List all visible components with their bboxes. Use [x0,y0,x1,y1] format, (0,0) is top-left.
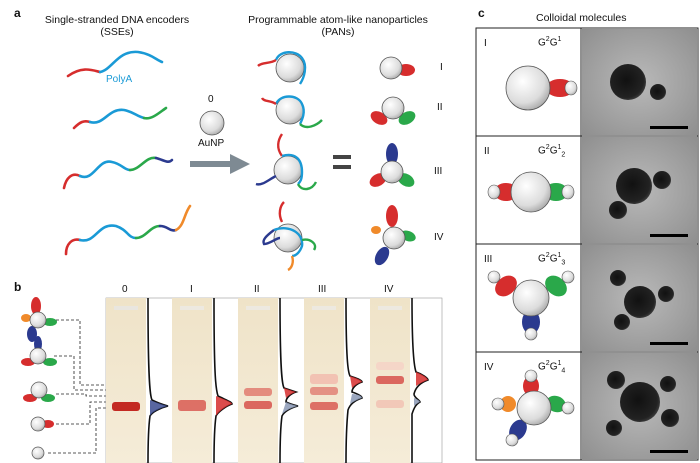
gel-lane-3 [304,298,344,463]
c-roman-1: I [484,38,487,49]
gel-lane-2 [238,298,278,463]
equals-bar-top [333,155,351,159]
c-roman-4: IV [484,362,494,373]
aunp-label: AuNP [198,138,225,149]
c-roman-2: II [484,146,490,157]
pan-roman-1: I [440,62,443,73]
lane-label-2: II [254,284,260,295]
model-a-3 [369,143,415,187]
equals-bar-bottom [333,165,351,169]
c-formula-1: G2G1 [538,36,562,49]
sse-strand-3 [62,156,174,190]
pan-2 [260,95,323,129]
pan-1 [257,51,307,85]
lane-label-1: I [190,284,193,295]
legend-b-2 [23,381,55,402]
polya-label: PolyA [106,74,133,85]
pan-3 [255,133,318,191]
tem-image-1 [582,29,697,135]
pan-title-line1: Programmable atom-like nanoparticles [248,14,428,26]
tem-image-4 [582,353,697,459]
aunp-index: 0 [208,94,214,105]
sse-strand-1 [66,50,164,78]
legend-b-4 [21,297,57,342]
peak-lane4-upper [416,372,428,386]
panel-b-letter: b [14,280,22,294]
model-a-4 [371,205,416,266]
pan-roman-2: II [437,102,443,113]
model-a-2 [370,96,416,125]
legend-b-0 [31,446,45,460]
pan-4 [262,201,317,272]
panel-c-title: Colloidal molecules [536,12,627,24]
pan-title: Programmable atom-like nanoparticles (PA… [238,14,438,38]
sse-strand-4 [64,204,192,256]
panel-c-letter: c [478,6,485,20]
c-formula-3: G2G13 [538,252,566,267]
tem-image-3 [582,245,697,351]
peak-lane1 [216,396,232,416]
panel-a-letter: a [14,6,21,20]
model-a-1 [379,56,415,80]
pan-title-line2: (PANs) [321,26,355,38]
peak-lane3-lower [350,394,362,404]
gel-lane-1 [172,298,212,463]
peak-lane4-lower [414,398,420,406]
c-roman-3: III [484,254,493,265]
sse-strand-2 [72,106,168,130]
peak-lane0 [150,400,168,416]
sse-title: Single-stranded DNA encoders (SSEs) [42,14,192,38]
reaction-arrowhead [230,154,250,174]
tem-image-2 [582,137,697,243]
c-formula-2: G2G12 [538,144,566,159]
c-formula-4: G2G14 [538,360,566,375]
aunp-particle [199,110,225,136]
peak-lane3-upper [350,376,362,388]
sse-title-line1: Single-stranded DNA encoders [44,14,190,26]
sse-title-line2: (SSEs) [100,26,134,38]
lane-label-4: IV [384,284,394,295]
peak-lane2-lower [282,402,298,414]
lane-label-3: III [318,284,327,295]
gel-lane-4 [370,298,410,463]
pan-roman-4: IV [434,232,444,243]
legend-b-3 [21,336,57,366]
peak-lane2-upper [284,388,296,398]
model-c-4 [491,369,575,447]
pan-roman-3: III [434,166,443,177]
legend-b-1 [30,416,54,432]
model-c-2 [487,171,575,213]
gel-lane-0 [106,298,146,463]
model-c-1 [505,65,578,111]
lane-label-0: 0 [122,284,128,295]
model-c-3 [487,270,575,341]
